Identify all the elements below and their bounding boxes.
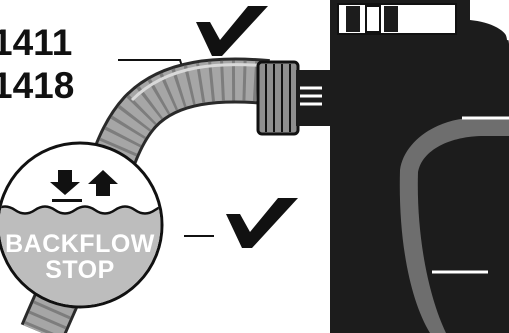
device-body bbox=[330, 0, 509, 333]
checkmark-icon bbox=[196, 6, 268, 56]
checkmark-icon bbox=[226, 198, 298, 248]
backflow-stop-badge: BACKFLOW STOP bbox=[0, 141, 164, 309]
badge-label-line2: STOP bbox=[45, 256, 115, 284]
hose-connector bbox=[256, 60, 332, 136]
model-label-top: 1411 bbox=[0, 22, 72, 63]
flow-arrows-icon bbox=[50, 170, 118, 202]
badge-label-line1: BACKFLOW bbox=[5, 230, 155, 258]
model-label-bottom: 1418 bbox=[0, 65, 74, 106]
